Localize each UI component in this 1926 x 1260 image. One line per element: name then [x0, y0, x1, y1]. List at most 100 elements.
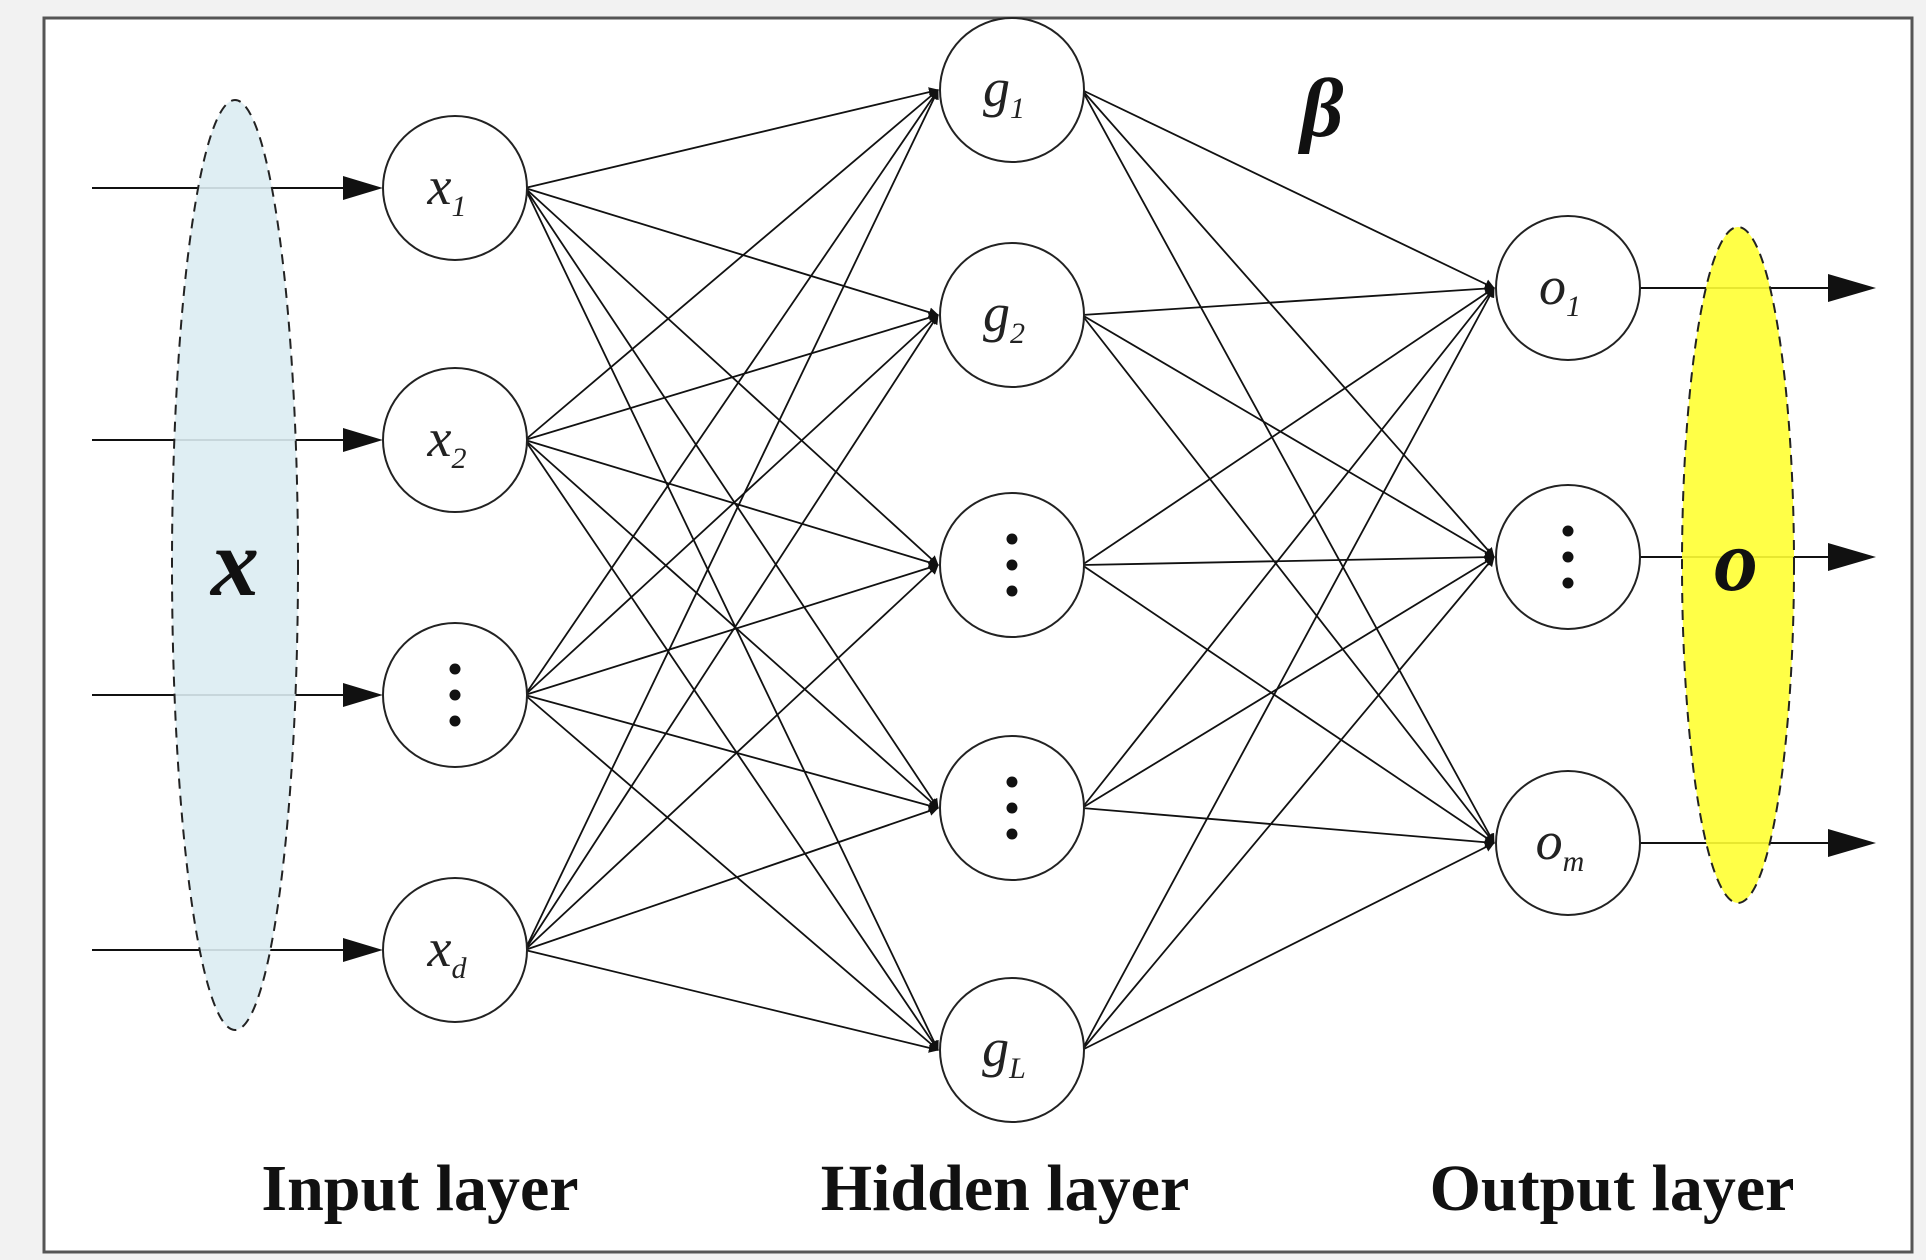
input-node-4-label-subscript: d [451, 952, 467, 985]
input-node-2-label-subscript: 2 [451, 442, 466, 475]
connection-hidden-3-output-3 [1081, 564, 1495, 844]
output-layer-label: Output layer [1430, 1152, 1795, 1225]
hidden-node-5-label: gL [982, 1018, 1026, 1085]
input-node-1-label: x1 [427, 156, 467, 223]
connection-input-1-hidden-4 [524, 187, 939, 809]
connection-hidden-2-output-1 [1081, 283, 1495, 316]
hidden-node-1-label-subscript: 1 [1010, 92, 1025, 125]
output-node-1-circle [1495, 215, 1641, 361]
connection-hidden-5-output-3 [1081, 842, 1495, 1051]
input-node-1-circle [382, 115, 528, 261]
connection-input-3-hidden-5 [524, 694, 939, 1051]
vector-ellipses [171, 99, 1795, 1031]
hidden-node-3-ellipsis-dot-2 [1006, 559, 1018, 571]
output-node-3-label: om [1536, 811, 1585, 878]
connection-input-1-hidden-2 [524, 187, 939, 318]
hidden-node-1: g1 [939, 17, 1085, 163]
input-node-2-circle [382, 367, 528, 513]
output-node-2-ellipsis-dot-2 [1562, 551, 1574, 563]
connection-hidden-3-output-1 [1081, 287, 1495, 566]
hidden-node-1-label-base: g [983, 58, 1010, 118]
input-node-1: x1 [382, 115, 528, 261]
input-node-3-ellipsis-dot-2 [449, 689, 461, 701]
input-node-2-label-base: x [427, 408, 452, 468]
connection-input-3-hidden-2 [524, 314, 939, 696]
hidden-node-3-ellipsis-dot-3 [1006, 585, 1018, 597]
input-vector-label: x [209, 509, 259, 616]
output-node-2-ellipsis-dot-3 [1562, 577, 1574, 589]
hidden-node-1-label: g1 [983, 58, 1025, 125]
input-node-2-label: x2 [427, 408, 467, 475]
connection-input-3-hidden-4 [524, 694, 939, 811]
connection-input-4-hidden-1 [524, 89, 939, 951]
input-node-4: xd [382, 877, 528, 1023]
input-node-4-label-base: x [427, 918, 452, 978]
connection-hidden-1-output-1 [1081, 89, 1495, 289]
connection-input-4-hidden-3 [524, 564, 939, 951]
connection-hidden-1-output-2 [1081, 89, 1495, 558]
input-arrowhead-1 [343, 176, 383, 200]
connection-hidden-2-output-2 [1081, 314, 1495, 558]
hidden-node-5-label-base: g [982, 1018, 1009, 1078]
input-node-1-label-subscript: 1 [451, 190, 466, 223]
input-node-4-circle [382, 877, 528, 1023]
connection-input-2-hidden-4 [524, 439, 939, 809]
output-node-2 [1495, 484, 1641, 630]
input-node-3-ellipsis-dot-3 [449, 715, 461, 727]
output-node-3: om [1495, 770, 1641, 916]
hidden-layer-label: Hidden layer [821, 1152, 1190, 1225]
connection-hidden-4-output-2 [1081, 556, 1495, 809]
connection-hidden-4-output-1 [1081, 287, 1495, 809]
hidden-node-4-ellipsis-dot-1 [1006, 776, 1018, 788]
hidden-node-2-label: g2 [983, 283, 1025, 350]
hidden-node-3 [939, 492, 1085, 638]
connection-hidden-2-output-3 [1081, 314, 1495, 844]
connection-input-2-hidden-3 [524, 439, 939, 568]
hidden-node-1-circle [939, 17, 1085, 163]
connection-input-2-hidden-5 [524, 439, 939, 1051]
connection-hidden-5-output-2 [1081, 556, 1495, 1051]
connection-hidden-5-output-1 [1081, 287, 1495, 1051]
labels: x o β Input layer Hidden layer Output la… [209, 62, 1794, 1225]
connection-input-4-hidden-4 [524, 806, 939, 951]
connection-input-1-hidden-5 [524, 187, 939, 1051]
input-node-2: x2 [382, 367, 528, 513]
connection-input-4-hidden-2 [524, 314, 939, 951]
connections [524, 87, 1495, 1053]
hidden-node-5-label-subscript: L [1008, 1052, 1026, 1085]
connection-input-1-hidden-3 [524, 187, 939, 566]
output-node-1-label: o1 [1539, 256, 1581, 323]
connection-input-4-hidden-5 [524, 949, 939, 1053]
hidden-node-4-ellipsis-dot-3 [1006, 828, 1018, 840]
hidden-node-2-label-subscript: 2 [1010, 317, 1025, 350]
input-node-4-label: xd [427, 918, 468, 985]
hidden-node-2: g2 [939, 242, 1085, 388]
hidden-node-4 [939, 735, 1085, 881]
output-node-3-label-base: o [1536, 811, 1563, 871]
connection-input-2-hidden-2 [524, 312, 939, 441]
connection-hidden-3-output-2 [1081, 552, 1495, 566]
output-arrowhead-2 [1828, 543, 1876, 571]
output-node-1-label-subscript: 1 [1566, 290, 1581, 323]
hidden-node-4-ellipsis-dot-2 [1006, 802, 1018, 814]
connection-input-3-hidden-1 [524, 89, 939, 696]
connection-input-3-hidden-3 [524, 562, 939, 696]
connection-hidden-1-output-3 [1081, 89, 1495, 844]
connection-hidden-4-output-3 [1081, 807, 1495, 848]
output-node-1-label-base: o [1539, 256, 1566, 316]
input-layer-label: Input layer [261, 1152, 578, 1225]
output-vector-ellipse [1681, 226, 1795, 904]
hidden-node-5: gL [939, 977, 1085, 1123]
hidden-node-5-circle [939, 977, 1085, 1123]
input-arrowhead-4 [343, 938, 383, 962]
output-vector-label: o [1714, 513, 1758, 610]
hidden-node-2-circle [939, 242, 1085, 388]
output-arrowhead-3 [1828, 829, 1876, 857]
input-arrowhead-3 [343, 683, 383, 707]
output-node-3-label-subscript: m [1563, 845, 1585, 878]
hidden-node-3-ellipsis-dot-1 [1006, 533, 1018, 545]
weights-label: β [1297, 62, 1343, 155]
output-node-1: o1 [1495, 215, 1641, 361]
